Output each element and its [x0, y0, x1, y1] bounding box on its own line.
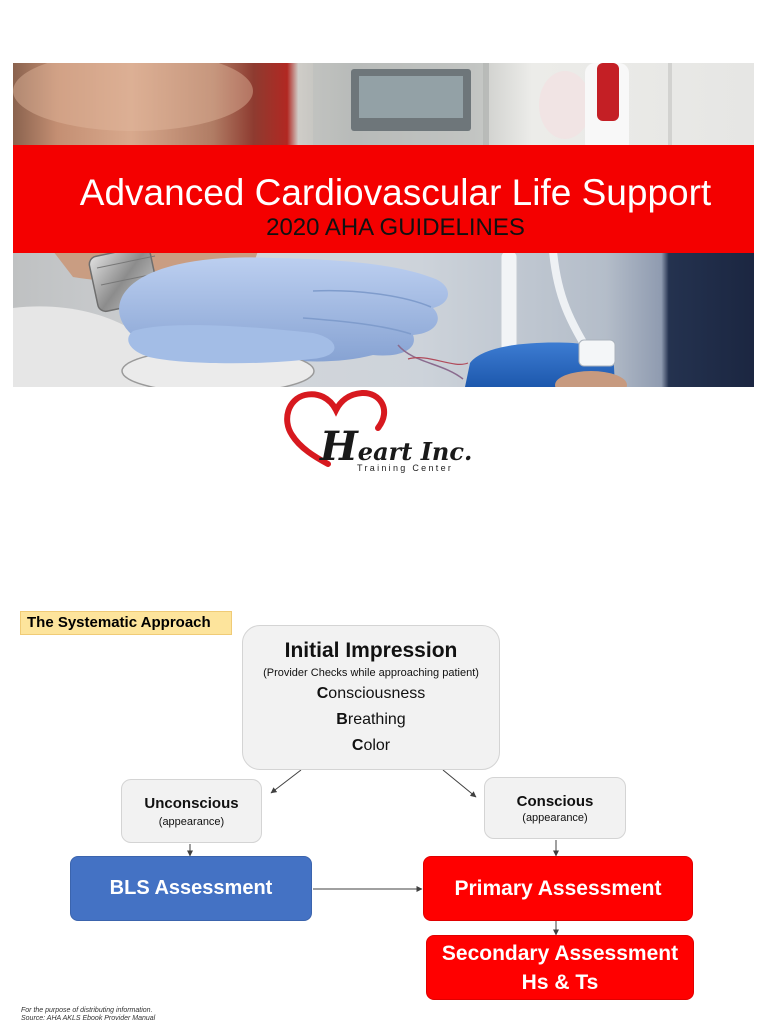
photo-wire [407, 357, 469, 365]
secondary-assessment-label: Secondary Assessment [441, 941, 679, 965]
conscious-node: Conscious (appearance) [484, 777, 626, 839]
impression-item-initial: C [316, 685, 329, 702]
arrow-impression-to-conscious [442, 769, 477, 798]
primary-assessment-node: Primary Assessment [423, 856, 693, 921]
bls-assessment-label: BLS Assessment [109, 877, 273, 899]
photo-monitor-screen [359, 76, 463, 118]
conscious-note: (appearance) [522, 812, 588, 824]
impression-item-color: Color [243, 737, 499, 755]
photo-hand-bottom-right [555, 371, 627, 387]
initial-impression-node: Initial Impression (Provider Checks whil… [242, 625, 500, 770]
banner: Advanced Cardiovascular Life Support 202… [13, 63, 754, 387]
impression-item-initial: B [336, 711, 348, 728]
bls-assessment-node: BLS Assessment [70, 856, 312, 921]
impression-item-rest: reathing [347, 711, 406, 728]
footer-note: For the purpose of distributing informat… [21, 1007, 155, 1023]
impression-item-consciousness: Consciousness [243, 685, 499, 703]
photo-finger-crease [302, 317, 412, 335]
photo-red-cap [597, 63, 619, 121]
secondary-assessment-sublabel: Hs & Ts [521, 970, 599, 994]
banner-red-band: Advanced Cardiovascular Life Support 202… [13, 145, 754, 253]
photo-finger-crease [312, 289, 432, 308]
unconscious-note: (appearance) [158, 816, 225, 828]
banner-photo [13, 63, 754, 387]
primary-assessment-label: Primary Assessment [454, 876, 662, 900]
logo-name: Heart Inc. [320, 423, 473, 470]
initial-impression-title: Initial Impression [284, 639, 458, 662]
unconscious-node: Unconscious (appearance) [121, 779, 262, 843]
section-label: The Systematic Approach [20, 611, 232, 635]
photo-wire [397, 344, 464, 380]
secondary-assessment-node: Secondary Assessment Hs & Ts [426, 935, 694, 1000]
impression-item-initial: C [351, 737, 364, 754]
banner-subtitle: 2020 AHA GUIDELINES [266, 214, 525, 241]
logo-heart-icon [284, 390, 387, 467]
conscious-title: Conscious [516, 793, 594, 810]
photo-bedsheet [13, 306, 153, 387]
initial-impression-note: (Provider Checks while approaching patie… [263, 667, 479, 679]
impression-item-breathing: Breathing [243, 711, 499, 729]
banner-title: Advanced Cardiovascular Life Support [79, 172, 712, 213]
photo-mask [539, 71, 591, 139]
footer-line-purpose: For the purpose of distributing informat… [21, 1007, 153, 1014]
photo-forearm [13, 63, 253, 131]
logo-tagline: Training Center [357, 463, 454, 473]
footer-line-source: Source: AHA AKLS Ebook Provider Manual [21, 1015, 156, 1022]
impression-item-rest: olor [363, 737, 391, 754]
impression-item-rest: onsciousness [328, 685, 426, 702]
unconscious-title: Unconscious [144, 795, 239, 812]
photo-watch-link [96, 255, 156, 269]
photo-pump-piece [578, 339, 616, 367]
arrow-impression-to-unconscious [270, 769, 302, 794]
photo-lower-glove [128, 325, 335, 364]
photo-rail [668, 63, 672, 153]
logo-heart-stroke [284, 390, 387, 467]
photo-pole [483, 63, 489, 153]
